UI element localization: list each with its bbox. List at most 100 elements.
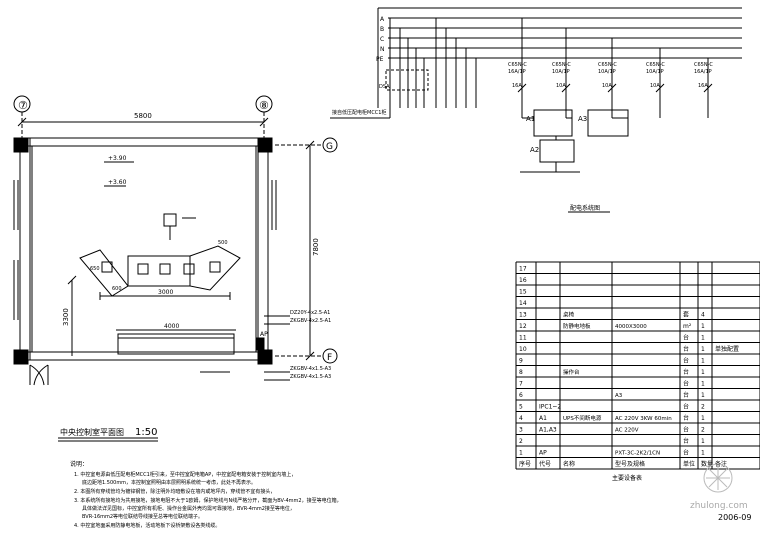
table-cell-unit: 台 [683, 357, 689, 365]
table-cell-no: 4 [519, 415, 523, 422]
bus-label-a: A [380, 16, 385, 23]
table-cell-qty: 1 [701, 438, 705, 445]
table-cell-qty: 1 [701, 369, 705, 376]
box-a1 [533, 109, 573, 137]
table-cell-no: 7 [519, 381, 523, 388]
note-line-2: 底边距地1.500mm，本控制室照明由本层照明系统统一考虑，此处不再表示。 [82, 479, 256, 486]
table-caption: 主要设备表 [612, 474, 642, 482]
table-cell-no: 6 [519, 392, 523, 399]
table-cell-spec: 4000X3000 [615, 324, 647, 330]
breaker-3-model: C65N-C [598, 62, 617, 68]
table-header-cell: 单位 [683, 460, 695, 468]
table-cell-no: 9 [519, 358, 523, 365]
table-cell-name: 桌椅 [563, 311, 575, 319]
table-cell-no: 14 [519, 300, 527, 307]
dim-small-2: 600 [112, 286, 122, 292]
table-cell-unit: 套 [683, 311, 689, 319]
watermark-logo [703, 463, 733, 493]
plan-scale: 1:50 [135, 427, 157, 438]
note-line-6: BVR-16mm2等电位联结导线接至总等电位联结端子。 [82, 513, 203, 520]
table-cell-qty: 1 [701, 358, 705, 365]
table-cell-unit: 台 [683, 391, 689, 399]
table-cell-unit: 台 [683, 380, 689, 388]
label-a1: A1 [526, 115, 535, 123]
dim-left: 3300 [62, 308, 70, 326]
breaker-2-current: 10A [556, 83, 566, 89]
table-cell-unit: 台 [683, 414, 689, 422]
table-header-cell: 名称 [563, 460, 575, 468]
table-cell-unit: 台 [683, 368, 689, 376]
breaker-labels: C65N-C 16A/1P 16A C65N-C 10A/1P 10A C65N… [508, 62, 713, 89]
table-cell-spec: A3 [615, 393, 623, 399]
bus-label-n: N [380, 46, 385, 53]
box-a3 [587, 109, 629, 137]
table-cell-unit: 台 [683, 334, 689, 342]
watermark-text: zhulong.com [690, 501, 748, 511]
breaker-5-current: 16A [698, 83, 708, 89]
breaker-4-rating: 10A/1P [646, 69, 664, 75]
table-cell-unit: 台 [683, 437, 689, 445]
table-header-cell: 代号 [539, 460, 551, 468]
ap-panel [255, 337, 265, 351]
feed-label: 接自低压配电柜MCC1柜 [332, 109, 386, 116]
table-cell-qty: 1 [701, 415, 705, 422]
table-cell-no: 10 [519, 346, 527, 353]
elevation-2: +3.60 [108, 179, 127, 186]
table-cell-no: 3 [519, 427, 523, 434]
table-cell-name: 防静电地板 [563, 322, 591, 330]
breaker-1-current: 16A [512, 83, 522, 89]
breaker-3-current: 10A [602, 83, 612, 89]
cabinet-row [116, 329, 236, 355]
table-cell-no: 5 [519, 404, 523, 411]
table-cell-qty: 2 [701, 427, 705, 434]
breaker-4-model: C65N-C [646, 62, 665, 68]
table-cell-spec: AC 220V [615, 428, 639, 434]
axis-label-left: ⑦ [18, 99, 28, 112]
dim-small-3: 500 [218, 240, 228, 246]
cable-label-2: ZKGBV-4x2.5-A1 [290, 318, 331, 324]
notes-heading: 说明： [70, 460, 88, 468]
control-console [79, 213, 241, 300]
breaker-5-rating: 16A/1P [694, 69, 712, 75]
table-cell-qty: 1 [701, 323, 705, 330]
incoming-label: DSA [379, 84, 390, 90]
table-cell-qty: 1 [701, 381, 705, 388]
table-cell-unit: m² [683, 323, 692, 330]
notes-block: 说明： 1. 中控室电源由低压配电柜MCC1柜引来，至中控室配电箱AP，中控室配… [70, 460, 342, 529]
table-cell-qty: 1 [701, 346, 705, 353]
breaker-1-model: C65N-C [508, 62, 527, 68]
plan-title: 中央控制室平面图 [60, 427, 124, 437]
cable-label-3: ZKGBV-4x1.5-A3 [290, 366, 331, 372]
bus-label-pe: PE [376, 56, 384, 63]
dim-console: 3000 [158, 289, 173, 296]
bus-label-c: C [380, 36, 384, 43]
table-cell-unit: 台 [683, 403, 689, 411]
table-cell-code: AP [539, 450, 547, 457]
dim-small-1: 650 [90, 266, 100, 272]
breaker-2-model: C65N-C [552, 62, 571, 68]
table-cell-code: A1 [539, 415, 547, 422]
table-cell-no: 1 [519, 450, 523, 457]
table-cell-no: 11 [519, 335, 527, 342]
table-cell-no: 16 [519, 277, 527, 284]
schematic-caption: 配电系统图 [570, 204, 600, 212]
ap-label: AP [260, 331, 268, 338]
floor-plan [13, 95, 338, 442]
table-cell-unit: 台 [683, 426, 689, 434]
date-stamp: 2006-09 [718, 513, 751, 522]
table-header-cell: 型号及规格 [615, 460, 645, 468]
breaker-3-rating: 10A/1P [598, 69, 616, 75]
note-line-4: 3. 本系统所有接地均为共用接地，接地电阻不大于1欧姆，保护地线与N线严格分开，… [74, 497, 342, 504]
table-cell-no: 17 [519, 266, 527, 273]
breaker-1-rating: 16A/1P [508, 69, 526, 75]
cable-label-4: ZKGBV-4x1.5-A3 [290, 374, 331, 380]
box-a2 [539, 139, 575, 163]
table-cell-unit: 台 [683, 449, 689, 457]
table-cell-name: 操作台 [563, 368, 580, 376]
table-cell-name: UPS不间断电源 [563, 414, 602, 422]
note-line-5: 具体做法详见国标，中控室所有机柜、操作台金属外壳均需可靠接地，BVR-4mm2接… [82, 505, 295, 512]
axis-bubble-g [322, 137, 338, 153]
table-cell-no: 13 [519, 312, 527, 319]
